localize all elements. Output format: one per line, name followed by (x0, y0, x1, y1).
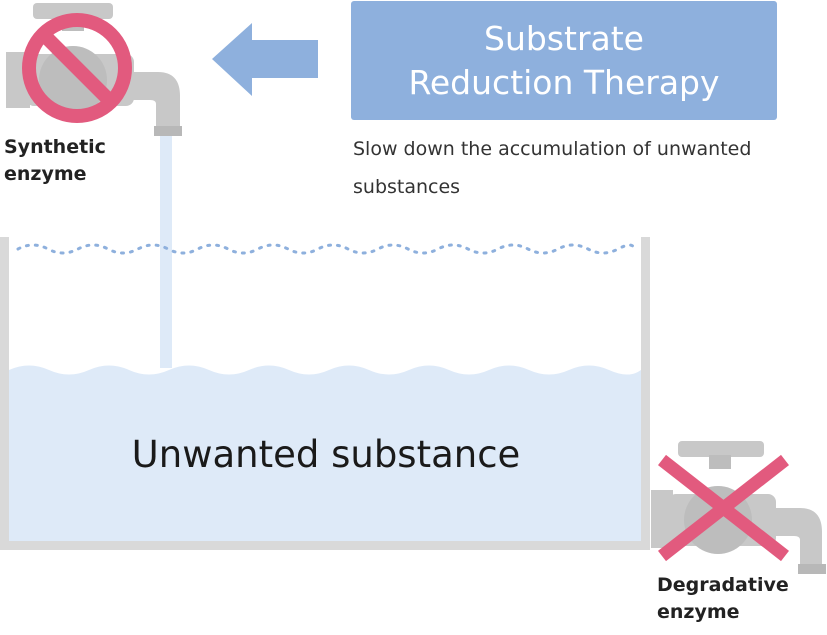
crossed-faucet-icon (658, 454, 789, 562)
synthetic-enzyme-label: Synthetic enzyme (4, 134, 106, 188)
therapy-title-line2: Reduction Therapy (408, 62, 720, 102)
liquid-fill (9, 365, 641, 541)
degradative-label-line2: enzyme (657, 601, 740, 623)
dotted-level-line (16, 243, 636, 255)
therapy-description: Slow down the accumulation of unwanted s… (353, 130, 803, 206)
prohibited-faucet-icon (22, 13, 132, 123)
inflow-stream (160, 136, 172, 368)
degradative-enzyme-label: Degradative enzyme (657, 572, 789, 626)
synthetic-label-line1: Synthetic (4, 136, 106, 158)
unwanted-substance-label: Unwanted substance (131, 433, 521, 476)
synthetic-label-line2: enzyme (4, 163, 87, 185)
therapy-description-line1: Slow down the accumulation of unwanted (353, 138, 752, 160)
therapy-description-line2: substances (353, 176, 461, 198)
therapy-title-line1: Substrate (484, 18, 644, 58)
tank (0, 237, 650, 550)
degradative-faucet-icon (651, 441, 826, 574)
left-arrow-icon (212, 23, 318, 96)
degradative-label-line1: Degradative (657, 574, 789, 596)
substrate-reduction-therapy-box: Substrate Reduction Therapy (351, 1, 777, 120)
